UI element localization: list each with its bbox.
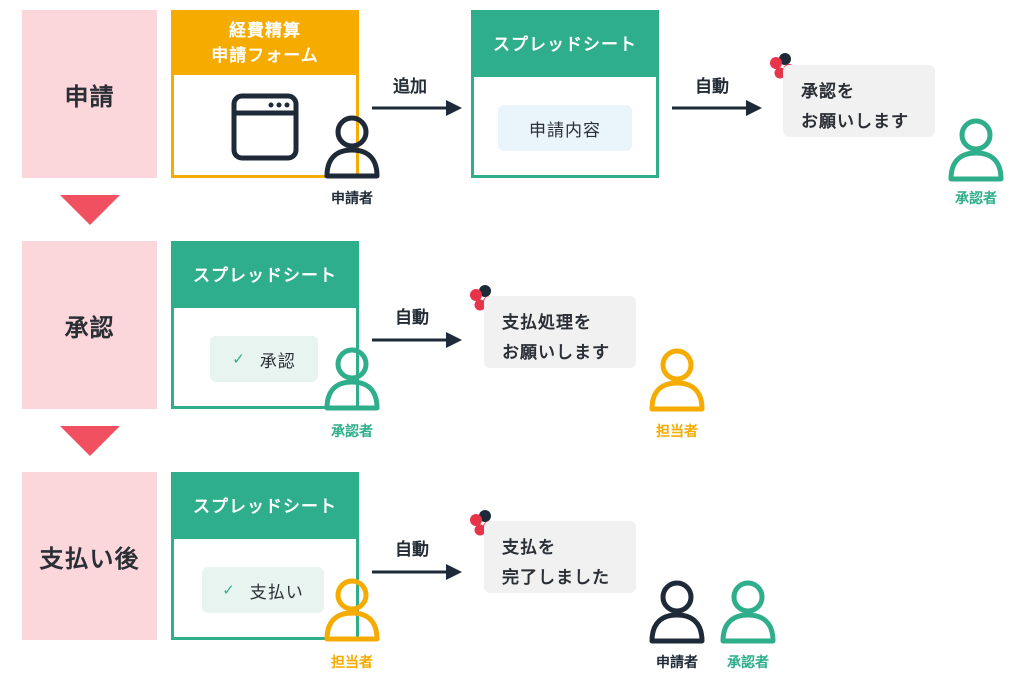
spreadsheet-box-1: スプレッドシート 申請内容 xyxy=(471,10,659,178)
paid-pill-label: 支払い xyxy=(249,582,304,603)
expense-form-box: 経費精算 申請フォーム xyxy=(171,10,359,178)
spreadsheet-box-3: スプレッドシート ✓ 支払い xyxy=(171,472,359,640)
auto-arrow-3 xyxy=(372,562,462,582)
approved-pill: ✓ 承認 xyxy=(210,336,318,382)
approver-person-icon-2 xyxy=(322,345,382,411)
auto-arrow-label-3: 自動 xyxy=(395,540,429,560)
stage-down-arrow-1 xyxy=(60,195,120,225)
application-content-pill: 申請内容 xyxy=(498,105,632,151)
payment-request-message: 支払処理を お願いします xyxy=(484,296,636,368)
stage-approval: 承認 xyxy=(22,241,157,409)
staff-label-1: 担当者 xyxy=(656,424,698,440)
check-icon: ✓ xyxy=(222,581,236,599)
auto-arrow-label-1: 自動 xyxy=(695,77,729,97)
spreadsheet-header-1: スプレッドシート xyxy=(474,13,656,77)
paid-pill: ✓ 支払い xyxy=(202,567,324,613)
approved-pill-label: 承認 xyxy=(259,351,296,372)
expense-form-header: 経費精算 申請フォーム xyxy=(174,13,356,75)
approver-person-icon-3 xyxy=(718,578,778,644)
add-arrow-label: 追加 xyxy=(393,77,427,97)
applicant-label-2: 申請者 xyxy=(656,655,698,671)
auto-arrow-2 xyxy=(372,330,462,350)
staff-person-icon-2 xyxy=(322,576,382,642)
browser-window-icon xyxy=(231,93,299,161)
auto-arrow-label-2: 自動 xyxy=(395,308,429,328)
stage-approval-label: 承認 xyxy=(64,313,115,342)
stage-after-payment: 支払い後 xyxy=(22,472,157,640)
staff-person-icon-1 xyxy=(647,346,707,412)
stage-application-label: 申請 xyxy=(64,82,115,111)
applicant-person-icon xyxy=(322,113,382,179)
stage-down-arrow-2 xyxy=(60,426,120,456)
staff-label-2: 担当者 xyxy=(331,655,373,671)
applicant-label: 申請者 xyxy=(331,191,373,207)
payment-complete-message: 支払を 完了しました xyxy=(484,521,636,593)
approver-label-1: 承認者 xyxy=(955,191,997,207)
add-arrow xyxy=(372,98,462,118)
stage-application: 申請 xyxy=(22,10,157,178)
approver-person-icon-1 xyxy=(946,116,1006,182)
applicant-person-icon-2 xyxy=(647,578,707,644)
spreadsheet-box-2: スプレッドシート ✓ 承認 xyxy=(171,241,359,409)
check-icon: ✓ xyxy=(232,350,246,368)
spreadsheet-header-2: スプレッドシート xyxy=(174,244,356,308)
approver-label-3: 承認者 xyxy=(727,655,769,671)
auto-arrow-1 xyxy=(672,98,762,118)
spreadsheet-header-3: スプレッドシート xyxy=(174,475,356,539)
approver-label-2: 承認者 xyxy=(331,424,373,440)
stage-after-payment-label: 支払い後 xyxy=(39,544,140,573)
approval-request-message: 承認を お願いします xyxy=(783,65,935,137)
